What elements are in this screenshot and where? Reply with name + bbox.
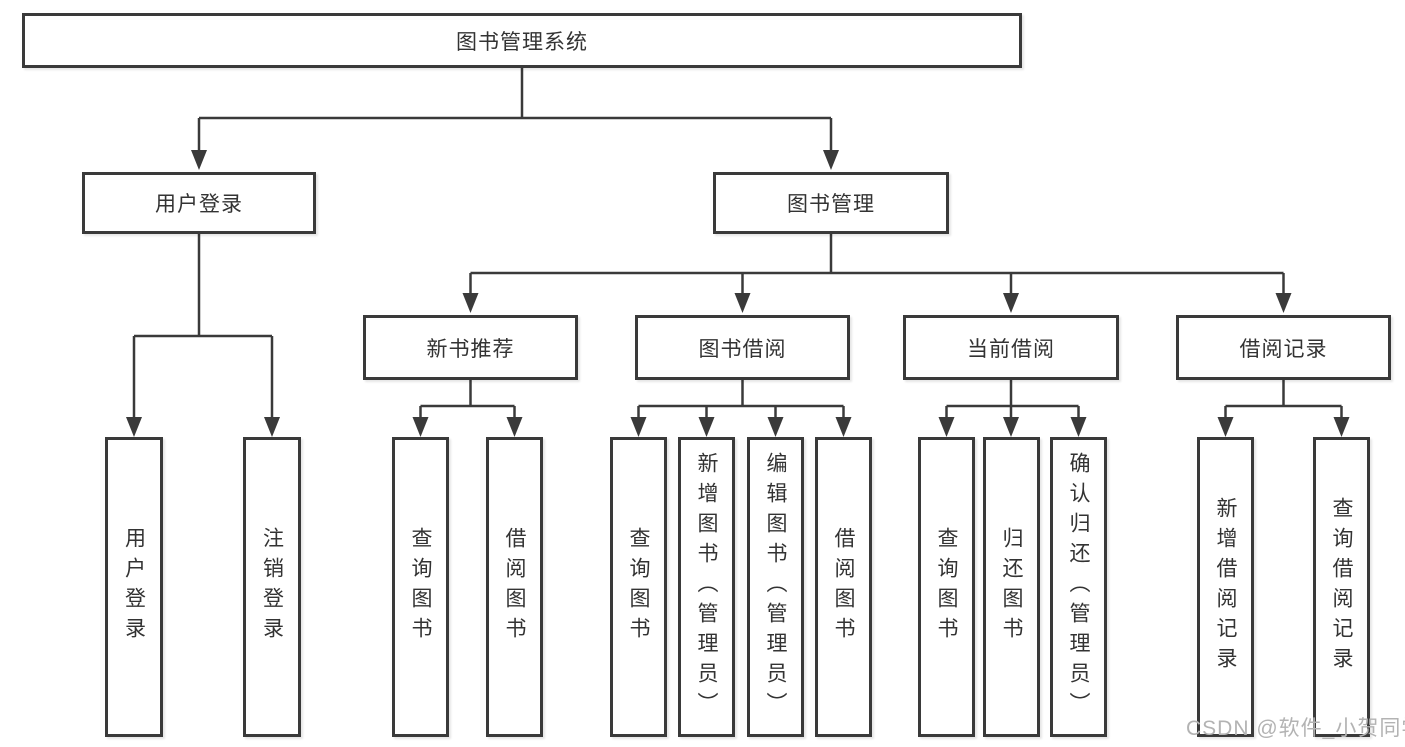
leaf-currentborrow-confirm: 确认归还（管理员） xyxy=(1050,437,1107,737)
node-current-borrow: 当前借阅 xyxy=(903,315,1119,380)
node-borrow-records-label: 借阅记录 xyxy=(1239,337,1328,361)
leaf-newbooks-query: 查询图书 xyxy=(392,437,449,737)
leaf-logout: 注销登录 xyxy=(243,437,301,737)
node-book-management: 图书管理 xyxy=(713,172,949,234)
leaf-currentborrow-query-label: 查询图书 xyxy=(935,527,958,647)
leaf-bookborrow-edit-label: 编辑图书（管理员） xyxy=(764,452,787,722)
node-book-borrow: 图书借阅 xyxy=(635,315,850,380)
leaf-records-add: 新增借阅记录 xyxy=(1197,437,1254,737)
leaf-logout-label: 注销登录 xyxy=(260,527,284,647)
node-user-login: 用户登录 xyxy=(82,172,316,234)
node-new-book-recommend-label: 新书推荐 xyxy=(426,337,515,361)
node-current-borrow-label: 当前借阅 xyxy=(967,337,1055,361)
leaf-newbooks-borrow-label: 借阅图书 xyxy=(503,527,526,647)
leaf-newbooks-query-label: 查询图书 xyxy=(409,527,432,647)
node-new-book-recommend: 新书推荐 xyxy=(363,315,578,380)
leaf-currentborrow-confirm-label: 确认归还（管理员） xyxy=(1067,452,1090,722)
node-borrow-records: 借阅记录 xyxy=(1176,315,1391,380)
leaf-user-login: 用户登录 xyxy=(105,437,163,737)
node-library-system: 图书管理系统 xyxy=(22,13,1022,68)
leaf-bookborrow-edit: 编辑图书（管理员） xyxy=(747,437,804,737)
leaf-currentborrow-query: 查询图书 xyxy=(918,437,975,737)
leaf-bookborrow-query: 查询图书 xyxy=(610,437,667,737)
leaf-bookborrow-query-label: 查询图书 xyxy=(627,527,650,647)
leaf-bookborrow-add: 新增图书（管理员） xyxy=(678,437,735,737)
node-library-system-label: 图书管理系统 xyxy=(456,30,588,54)
leaf-user-login-label: 用户登录 xyxy=(122,527,146,647)
leaf-bookborrow-borrow-label: 借阅图书 xyxy=(832,527,855,647)
node-book-borrow-label: 图书借阅 xyxy=(698,337,787,361)
leaf-newbooks-borrow: 借阅图书 xyxy=(486,437,543,737)
leaf-records-query-label: 查询借阅记录 xyxy=(1330,497,1353,677)
node-user-login-label: 用户登录 xyxy=(155,193,243,216)
leaf-records-query: 查询借阅记录 xyxy=(1313,437,1370,737)
leaf-currentborrow-return: 归还图书 xyxy=(983,437,1040,737)
leaf-bookborrow-borrow: 借阅图书 xyxy=(815,437,872,737)
leaf-records-add-label: 新增借阅记录 xyxy=(1214,497,1237,677)
csdn-watermark: CSDN @软件_小贺同学 xyxy=(1186,717,1405,740)
leaf-currentborrow-return-label: 归还图书 xyxy=(1000,527,1023,647)
node-book-management-label: 图书管理 xyxy=(787,193,875,216)
leaf-bookborrow-add-label: 新增图书（管理员） xyxy=(695,452,718,722)
